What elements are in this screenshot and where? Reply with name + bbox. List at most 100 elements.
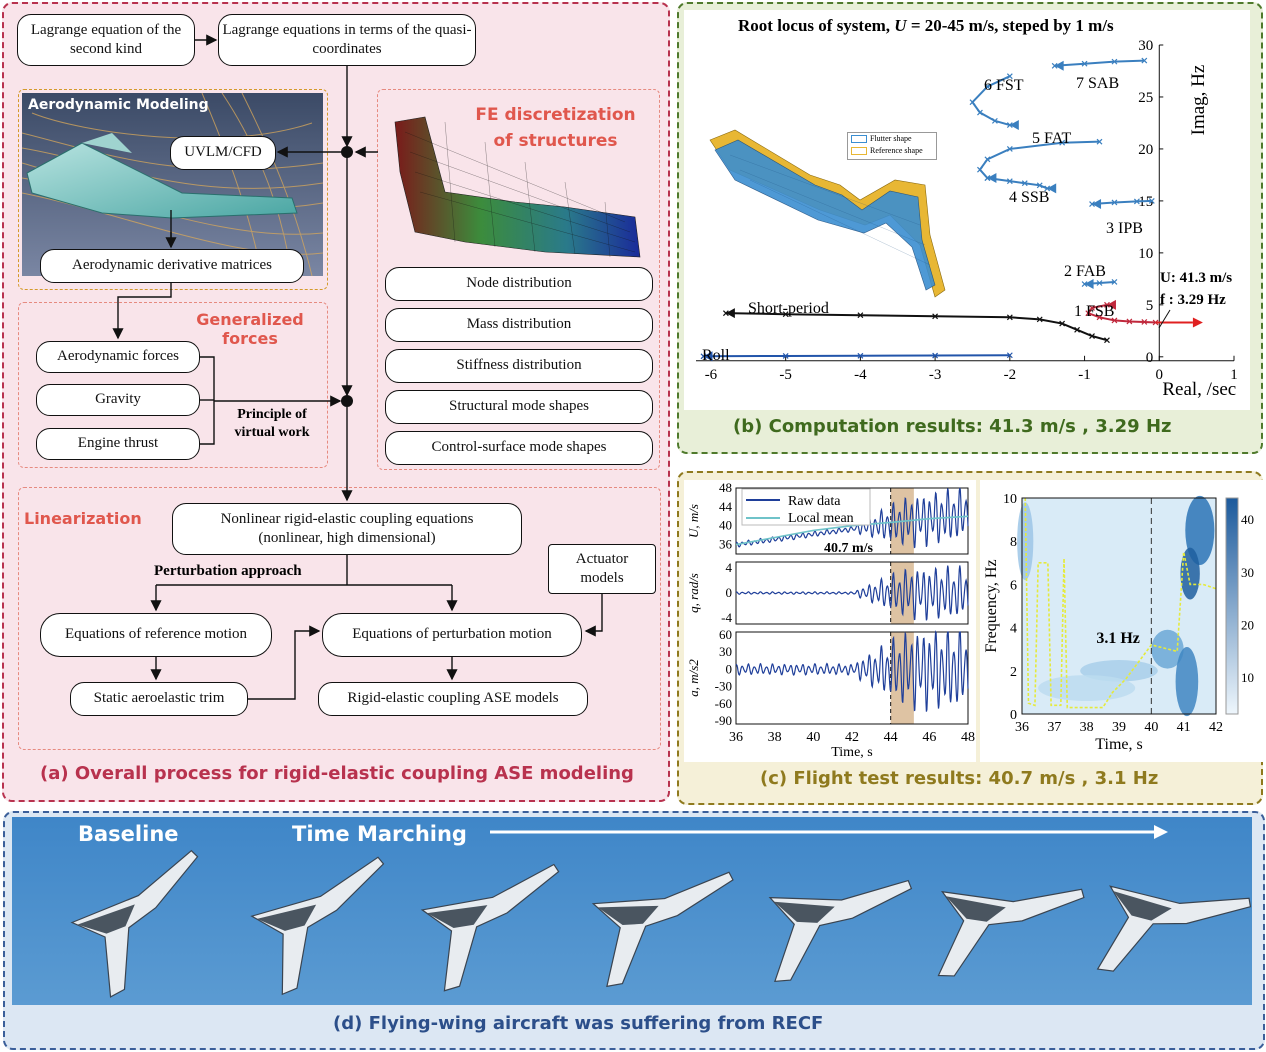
data-point <box>969 99 976 106</box>
branch-label: Roll <box>702 347 730 364</box>
data-point <box>857 352 864 359</box>
aircraft-silhouette <box>420 863 560 992</box>
linearization-title: Linearization <box>24 509 142 528</box>
data-point <box>991 117 998 124</box>
static-trim-box: Static aeroelastic trim <box>70 682 248 716</box>
aero-forces-box: Aerodynamic forces <box>36 341 200 373</box>
aircraft-wing <box>591 871 734 988</box>
series-arrowhead <box>703 351 713 362</box>
x-tick-label: 36 <box>1015 720 1029 735</box>
fe-mesh-image <box>394 116 641 258</box>
x-tick-label: 38 <box>768 730 782 745</box>
x-tick-label: 46 <box>922 730 936 745</box>
flight-photo-strip <box>12 817 1252 1005</box>
aircraft-wing <box>70 849 199 998</box>
legend-reference: Reference shape <box>848 145 936 157</box>
x-tick-label: 36 <box>729 730 743 745</box>
panel-a-caption: (a) Overall process for rigid-elastic co… <box>40 763 634 784</box>
flutter-shape-image <box>709 129 946 298</box>
data-point <box>1104 301 1110 308</box>
data-point <box>1104 337 1110 344</box>
raw-signal-trace <box>735 565 969 621</box>
aircraft-shadow <box>774 901 835 923</box>
aero-modeling-title: Aerodynamic Modeling <box>28 97 209 113</box>
uvlm-box: UVLM/CFD <box>170 136 276 170</box>
aircraft-shadow <box>77 904 135 934</box>
data-point <box>1089 201 1095 207</box>
series-arrowhead <box>1009 120 1019 131</box>
data-point <box>1096 138 1103 145</box>
y-tick-label: 2 <box>1010 665 1017 680</box>
x-tick-label: 48 <box>961 730 975 745</box>
colorbar <box>1225 497 1239 715</box>
y-tick-label: 0 <box>726 585 733 600</box>
colorbar-tick-label: 30 <box>1241 565 1254 580</box>
panel-c-caption: (c) Flight test results: 40.7 m/s , 3.1 … <box>760 768 1159 789</box>
x-tick-label: 40 <box>1144 720 1158 735</box>
aero-modeling-region <box>18 89 328 290</box>
lagrange-quasi-box: Lagrange equations in terms of the quasi… <box>218 14 476 66</box>
y-axis-label: Imag, Hz <box>1188 65 1209 136</box>
data-point <box>1126 318 1133 325</box>
y-tick-label: 30 <box>1138 38 1153 54</box>
data-point <box>984 83 991 90</box>
y-tick-label: -30 <box>715 679 732 694</box>
panel-a-connectors <box>112 34 603 700</box>
nonlinear-eq-box: Nonlinear rigid-elastic coupling equatio… <box>172 503 522 555</box>
x-tick-label: -1 <box>1078 367 1091 383</box>
panel-d-caption: (d) Flying-wing aircraft was suffering f… <box>333 1013 824 1034</box>
data-point <box>722 310 729 317</box>
aero-deriv-text: Aerodynamic derivative matrices <box>72 257 272 274</box>
aircraft-wing <box>250 856 385 996</box>
series-line-6-fst <box>971 75 1011 126</box>
data-point <box>1141 319 1148 325</box>
root-locus-title: Root locus of system, U = 20-45 m/s, ste… <box>738 16 1114 36</box>
data-point <box>782 353 789 359</box>
data-point <box>1044 185 1051 192</box>
aircraft-silhouette <box>250 856 385 996</box>
data-point <box>857 312 864 319</box>
raw-signal-trace <box>735 487 969 549</box>
fe-title: FE discretization of structures <box>475 105 636 151</box>
y-tick-label: 10 <box>1003 492 1017 507</box>
x-tick-label: 42 <box>845 730 859 745</box>
time-arrow <box>490 825 1168 839</box>
x-tick-label: -3 <box>929 367 942 383</box>
data-point <box>984 175 991 181</box>
gen-forces-region <box>18 302 328 468</box>
data-point <box>1096 280 1103 286</box>
root-locus-title-pre: Root locus of system, <box>738 16 895 35</box>
x-tick-label: 41 <box>1177 720 1191 735</box>
series-arrowhead <box>1092 199 1102 210</box>
local-mean-trace <box>735 515 969 546</box>
fe-stiffness-text: Stiffness distribution <box>456 357 582 374</box>
eq-perturbation-text: Equations of perturbation motion <box>352 626 552 643</box>
spectral-energy-blob <box>1185 495 1215 565</box>
legend-flutter-text: Flutter shape <box>870 134 912 143</box>
fe-node-box: Node distribution <box>385 267 653 301</box>
axes-frame <box>735 561 969 625</box>
uvlm-text: UVLM/CFD <box>184 144 262 161</box>
data-point <box>1111 199 1118 206</box>
data-point <box>1096 314 1103 321</box>
annotation-f: f : 3.29 Hz <box>1160 292 1226 308</box>
series-line-3-ipb <box>1091 199 1152 206</box>
legend-raw-label: Raw data <box>788 494 841 509</box>
branch-label: 4 SSB <box>1009 189 1049 206</box>
legend-reference-swatch <box>851 147 867 155</box>
data-point <box>1021 180 1028 187</box>
data-point <box>1089 305 1095 311</box>
data-point <box>1006 73 1013 80</box>
data-point <box>782 311 789 318</box>
aircraft-shadow <box>1113 891 1172 921</box>
y-tick-label: -60 <box>715 696 732 711</box>
colorbar-tick-label: 40 <box>1241 512 1254 527</box>
series-arrowhead <box>725 308 735 319</box>
y-tick-label: 8 <box>1010 535 1017 550</box>
data-point <box>1111 58 1118 65</box>
aircraft-shadow <box>946 896 1006 922</box>
panel-b-plot-bg <box>684 10 1250 410</box>
y-tick-label: 10 <box>1138 246 1153 262</box>
